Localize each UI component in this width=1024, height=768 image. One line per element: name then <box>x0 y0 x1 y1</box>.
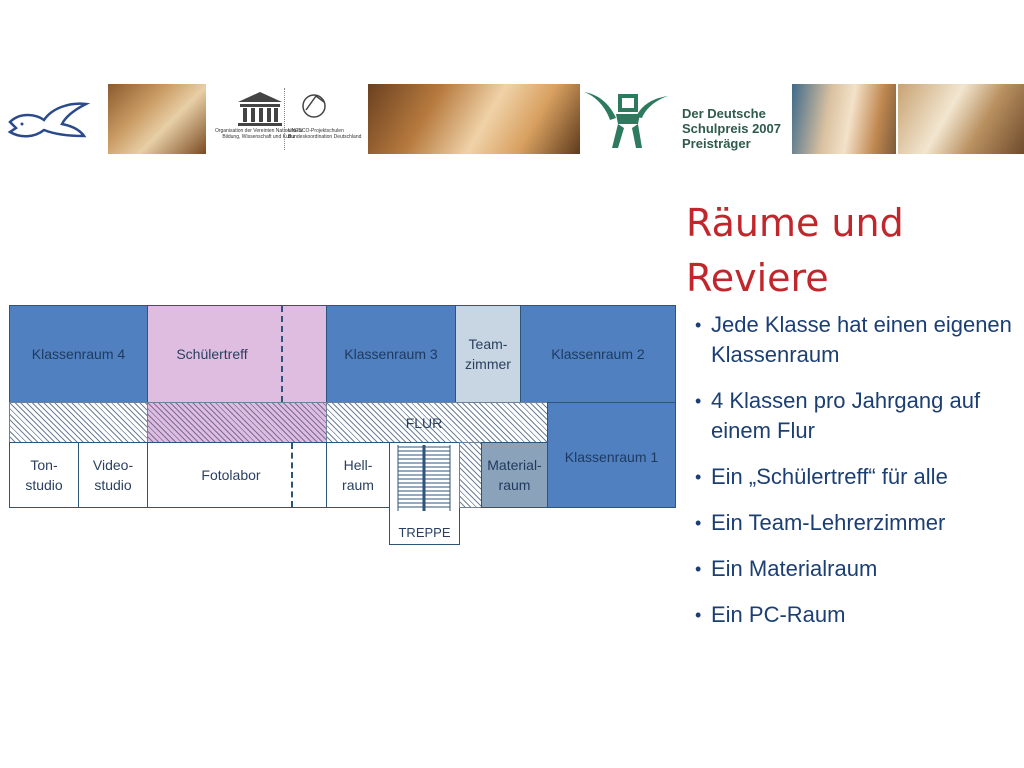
bullet-item: Ein „Schülertreff“ für alle <box>695 462 1015 492</box>
corridor-flur: FLUR <box>326 402 548 443</box>
room-label: Klassenraum 2 <box>551 346 645 362</box>
flur-label: FLUR <box>405 414 443 431</box>
header-strip: Organisation der Vereinten Nationen für … <box>0 84 1024 156</box>
room-schuelertreff: Schülertreff <box>147 305 327 403</box>
classroom-photo-1 <box>108 84 206 154</box>
bullet-item: Ein PC-Raum <box>695 600 1015 630</box>
corridor-stair-side <box>459 442 482 508</box>
prize-line-3: Preisträger <box>682 136 751 151</box>
room-label: zimmer <box>465 356 511 372</box>
room-materialraum: Material- raum <box>481 442 548 508</box>
room-label: Hell- <box>343 457 373 473</box>
winged-chair-icon <box>584 92 668 148</box>
room-label: Klassenraum 1 <box>564 449 659 465</box>
room-label: Material- <box>487 457 542 473</box>
writing-student-photo <box>898 84 1024 154</box>
prize-line-2: Schulpreis 2007 <box>682 121 781 136</box>
room-label: Klassenraum 4 <box>31 346 126 362</box>
room-label: raum <box>498 477 531 493</box>
room-label: studio <box>25 477 63 493</box>
room-videostudio: Video- studio <box>78 442 148 508</box>
room-label: studio <box>94 477 132 493</box>
room-fotolabor: Fotolabor <box>147 442 327 508</box>
stairs-steps-icon <box>397 445 451 511</box>
room-label: Team- <box>468 336 508 352</box>
room-label: Fotolabor <box>201 467 261 483</box>
title-line-2: Reviere <box>686 256 829 300</box>
unesco-projekt-icon <box>302 94 326 118</box>
unesco-temple-icon <box>238 92 282 126</box>
corridor-schuelertreff <box>147 402 327 443</box>
slide-title: Räume und Reviere <box>686 196 1006 306</box>
room-label: Ton- <box>30 457 58 473</box>
prize-line-1: Der Deutsche <box>682 106 766 121</box>
room-klassenraum-1: Klassenraum 1 <box>547 402 676 508</box>
room-label: Klassenraum 3 <box>344 346 438 362</box>
title-line-1: Räume und <box>686 201 904 245</box>
room-klassenraum-4: Klassenraum 4 <box>9 305 148 403</box>
fotolabor-divider <box>291 443 293 507</box>
room-label: raum <box>342 477 374 493</box>
bullet-list: Jede Klasse hat einen eigenen Klassenrau… <box>695 310 1015 646</box>
bullet-item: 4 Klassen pro Jahrgang auf einem Flur <box>695 386 1015 446</box>
corridor-left <box>9 402 148 443</box>
dove-logo <box>0 84 105 154</box>
room-teamzimmer: Team- zimmer <box>455 305 521 403</box>
classroom-photo-2 <box>792 84 896 154</box>
room-tonstudio: Ton- studio <box>9 442 79 508</box>
dove-icon <box>7 102 91 138</box>
prize-text: Der Deutsche Schulpreis 2007 Preisträger <box>682 106 781 151</box>
bullet-item: Jede Klasse hat einen eigenen Klassenrau… <box>695 310 1015 370</box>
bullet-item: Ein Materialraum <box>695 554 1015 584</box>
room-klassenraum-3: Klassenraum 3 <box>326 305 456 403</box>
unesco-org-text: Organisation der Vereinten Nationen für … <box>214 128 304 140</box>
room-label: Schülertreff <box>176 346 248 362</box>
bullet-item: Ein Team-Lehrerzimmer <box>695 508 1015 538</box>
logo-divider <box>284 88 285 150</box>
room-klassenraum-2: Klassenraum 2 <box>520 305 676 403</box>
room-label: Video- <box>92 457 134 473</box>
unesco-logo: Organisation der Vereinten Nationen für … <box>210 84 365 154</box>
students-photo <box>368 84 580 154</box>
unesco-proj-text: UNESCO-Projektschulen Bundeskoordination… <box>288 128 362 140</box>
stairs-treppe: TREPPE <box>389 442 460 545</box>
room-hellraum: Hell- raum <box>326 442 390 508</box>
treppe-label: TREPPE <box>398 525 451 540</box>
schulpreis-logo: Der Deutsche Schulpreis 2007 Preisträger <box>582 84 790 154</box>
schuelertreff-divider <box>281 306 283 402</box>
